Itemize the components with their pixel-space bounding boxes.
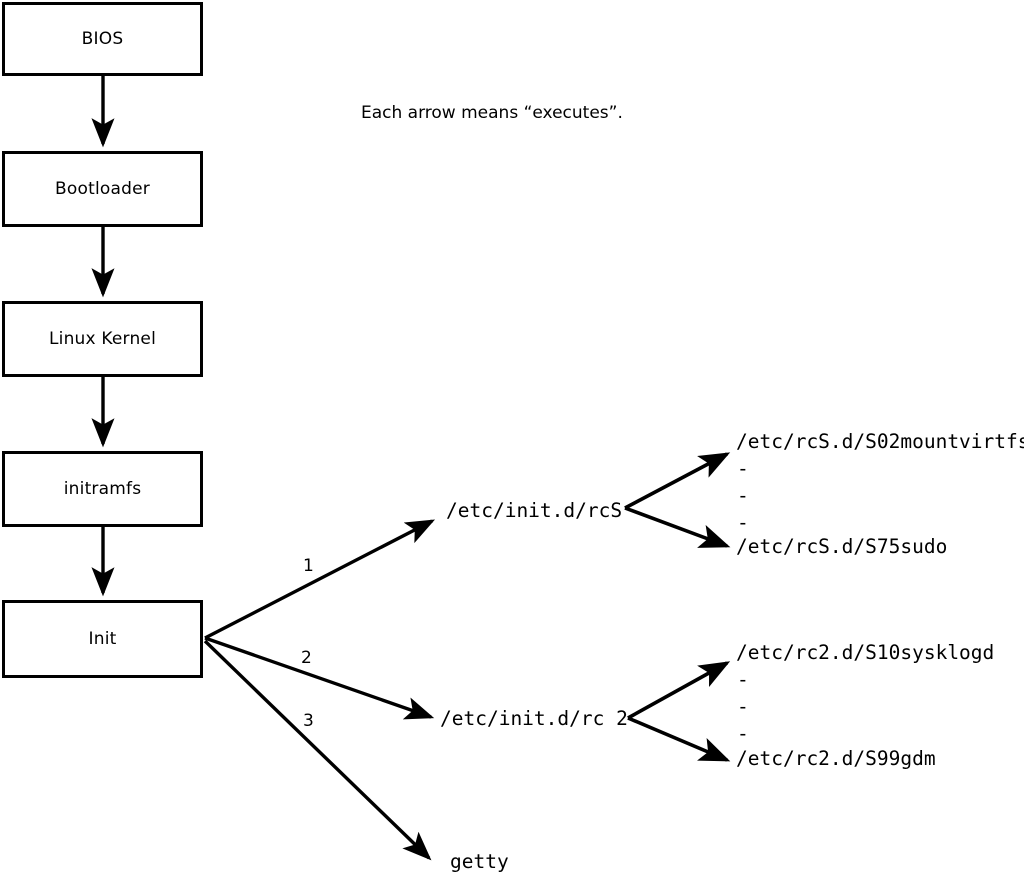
label-init-d-rc2[interactable]: /etc/init.d/rc 2: [440, 707, 628, 730]
node-bootloader[interactable]: Bootloader: [2, 151, 203, 227]
edge-number-3: 3: [303, 711, 314, 731]
node-init-label: Init: [88, 629, 117, 649]
arrow-init-to-rcs: [204, 519, 436, 640]
rcs-ellipsis-dash-1: -: [737, 457, 749, 480]
label-rc2-last-script[interactable]: /etc/rc2.d/S99gdm: [736, 747, 936, 770]
node-bios-label: BIOS: [81, 29, 124, 49]
node-linux-kernel[interactable]: Linux Kernel: [2, 301, 203, 377]
node-initramfs[interactable]: initramfs: [2, 451, 203, 527]
arrow-init-to-rc2: [204, 636, 435, 720]
rcs-ellipsis-dash-2: -: [737, 484, 749, 507]
rc2-ellipsis-dash-2: -: [737, 695, 749, 718]
arrow-init-to-getty: [203, 639, 432, 861]
arrow-rc2-to-last-script: [627, 716, 731, 762]
rc2-ellipsis-dash-1: -: [737, 668, 749, 691]
label-rcs-last-script[interactable]: /etc/rcS.d/S75sudo: [736, 535, 948, 558]
caption-each-arrow-means: Each arrow means “executes”.: [361, 103, 623, 123]
arrow-rcs-to-last-script: [624, 506, 731, 548]
label-getty[interactable]: getty: [450, 850, 509, 873]
rc2-ellipsis-dash-3: -: [737, 722, 749, 745]
node-linux-kernel-label: Linux Kernel: [48, 329, 156, 349]
node-bootloader-label: Bootloader: [55, 179, 150, 199]
node-bios[interactable]: BIOS: [2, 2, 203, 76]
label-rc2-first-script[interactable]: /etc/rc2.d/S10sysklogd: [736, 641, 995, 664]
arrow-rc2-to-first-script: [627, 661, 731, 720]
node-init[interactable]: Init: [2, 600, 203, 678]
edge-number-2: 2: [301, 648, 312, 668]
node-initramfs-label: initramfs: [63, 479, 142, 499]
edge-number-1: 1: [303, 556, 314, 576]
label-init-d-rcs[interactable]: /etc/init.d/rcS: [446, 499, 623, 522]
rcs-ellipsis-dash-3: -: [737, 511, 749, 534]
arrow-rcs-to-first-script: [624, 452, 731, 510]
label-rcs-first-script[interactable]: /etc/rcS.d/S02mountvirtfs: [736, 430, 1024, 453]
